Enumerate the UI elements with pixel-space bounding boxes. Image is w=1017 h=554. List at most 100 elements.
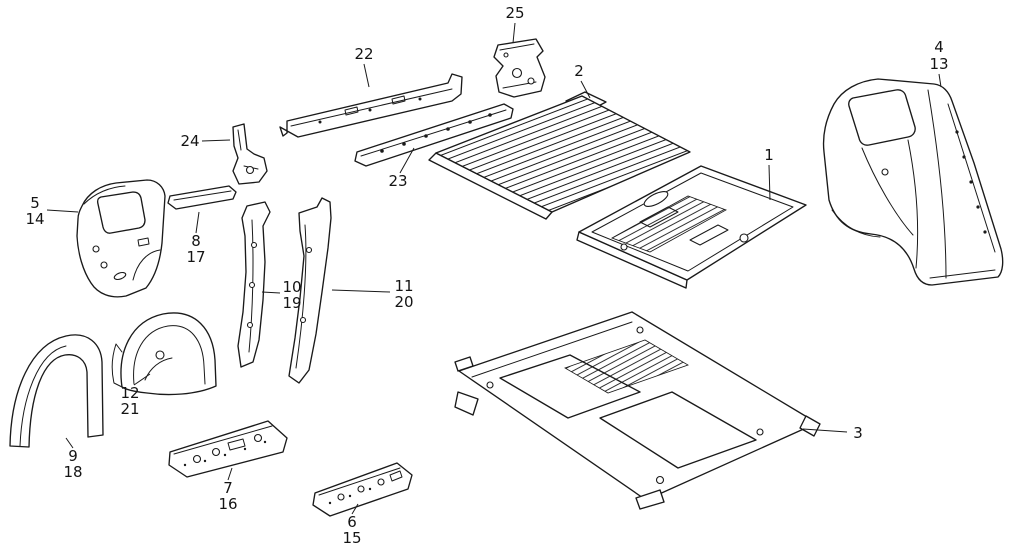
- hole-rect: [344, 106, 359, 116]
- leader-12-21: [133, 373, 151, 386]
- callout-24: 24: [180, 132, 199, 150]
- callout-25: 25: [505, 4, 524, 22]
- detail-line: [295, 224, 307, 369]
- leader-9-18: [65, 437, 74, 449]
- weld-dot: [976, 205, 980, 209]
- part-outline: [493, 38, 546, 98]
- detail-line: [290, 88, 453, 127]
- leader-22: [363, 63, 370, 88]
- flange-line: [111, 343, 123, 388]
- part-front-floor-panel: [428, 91, 691, 220]
- inner-arc: [133, 325, 206, 385]
- hole: [486, 381, 494, 389]
- hole-rect: [689, 224, 729, 246]
- callout-15: 15: [342, 529, 361, 547]
- callout-13: 13: [929, 55, 948, 73]
- hole: [377, 478, 385, 486]
- hole: [192, 454, 202, 464]
- hole: [250, 241, 258, 249]
- hole: [756, 428, 764, 436]
- callout-17: 17: [186, 248, 205, 266]
- weld-dot: [488, 113, 492, 117]
- front-crossmember-line: [471, 321, 633, 378]
- end-plate: [799, 415, 821, 437]
- detail-rect: [137, 237, 150, 247]
- leader-8-17: [195, 211, 200, 234]
- weld-dot: [468, 120, 472, 124]
- rib-hatch: [436, 96, 690, 212]
- callout-4: 4: [934, 38, 944, 56]
- hole-rect: [227, 438, 246, 451]
- pillar-contour: [927, 89, 947, 279]
- detail-line: [19, 345, 67, 447]
- hole: [248, 281, 256, 289]
- callout-14: 14: [25, 210, 44, 228]
- leader-5-14: [46, 209, 79, 213]
- detail-line: [360, 109, 507, 157]
- callout-22: 22: [354, 45, 373, 63]
- sail-contour: [907, 139, 919, 269]
- detail-line: [144, 357, 173, 381]
- callout-labels: 25 22 23 2 1 4 13 24 5 14 8 17 10 19 11 …: [25, 4, 948, 547]
- callout-8: 8: [191, 232, 201, 250]
- hole: [246, 321, 254, 329]
- hole: [620, 243, 628, 251]
- window-opening: [96, 191, 146, 234]
- weld-dot: [969, 180, 973, 184]
- part-outline: [168, 420, 288, 478]
- hole-oval: [643, 191, 669, 207]
- weld-dot: [243, 447, 247, 451]
- part-outline: [167, 185, 237, 210]
- hole: [881, 168, 889, 176]
- part-outline: [120, 312, 217, 396]
- weld-dot: [328, 501, 332, 505]
- sail-contour: [861, 147, 914, 236]
- leader-1: [768, 164, 771, 201]
- callout-19: 19: [282, 294, 301, 312]
- arch-cut-line: [132, 249, 161, 281]
- callout-5: 5: [30, 194, 40, 212]
- part-right-rear-quarter-panel: [822, 78, 1004, 286]
- callout-21: 21: [120, 400, 139, 418]
- callout-23: 23: [388, 172, 407, 190]
- hole: [100, 261, 108, 269]
- hole: [155, 350, 165, 360]
- leader-4-13: [938, 73, 942, 88]
- detail-line: [318, 467, 401, 496]
- arch-echo-line: [831, 209, 881, 238]
- hole: [211, 447, 221, 457]
- hole: [739, 233, 749, 243]
- hole: [299, 316, 307, 324]
- hole: [636, 326, 644, 334]
- callout-16: 16: [218, 495, 237, 513]
- side-tab: [454, 356, 474, 372]
- weld-dot: [223, 453, 227, 457]
- hole: [503, 52, 509, 58]
- leader-2: [580, 80, 591, 99]
- callout-7: 7: [223, 479, 233, 497]
- part-side-sill-outer: [312, 462, 413, 517]
- bottom-edge-line: [929, 269, 996, 279]
- hole-oval: [113, 271, 127, 281]
- part-roof-side-rail-stiffener: [354, 103, 514, 167]
- side-tab: [454, 391, 479, 416]
- callout-1: 1: [764, 146, 774, 164]
- leader-7-16: [227, 467, 233, 481]
- weld-dot: [983, 230, 987, 234]
- hole-rect: [389, 470, 403, 482]
- part-rear-floor-panel: [576, 165, 807, 289]
- weld-dot: [962, 155, 966, 159]
- callout-leaders: [46, 22, 942, 515]
- callout-20: 20: [394, 293, 413, 311]
- part-outline: [9, 334, 104, 448]
- front-opening: [499, 354, 641, 419]
- hole-rect: [391, 95, 406, 105]
- weld-dot: [955, 130, 959, 134]
- part-roof-side-strip: [167, 185, 237, 210]
- weld-dot: [418, 97, 422, 101]
- part-roof-side-rail: [279, 73, 463, 138]
- part-pillar-bracket: [232, 123, 268, 185]
- part-rear-panel-bracket: [493, 38, 546, 98]
